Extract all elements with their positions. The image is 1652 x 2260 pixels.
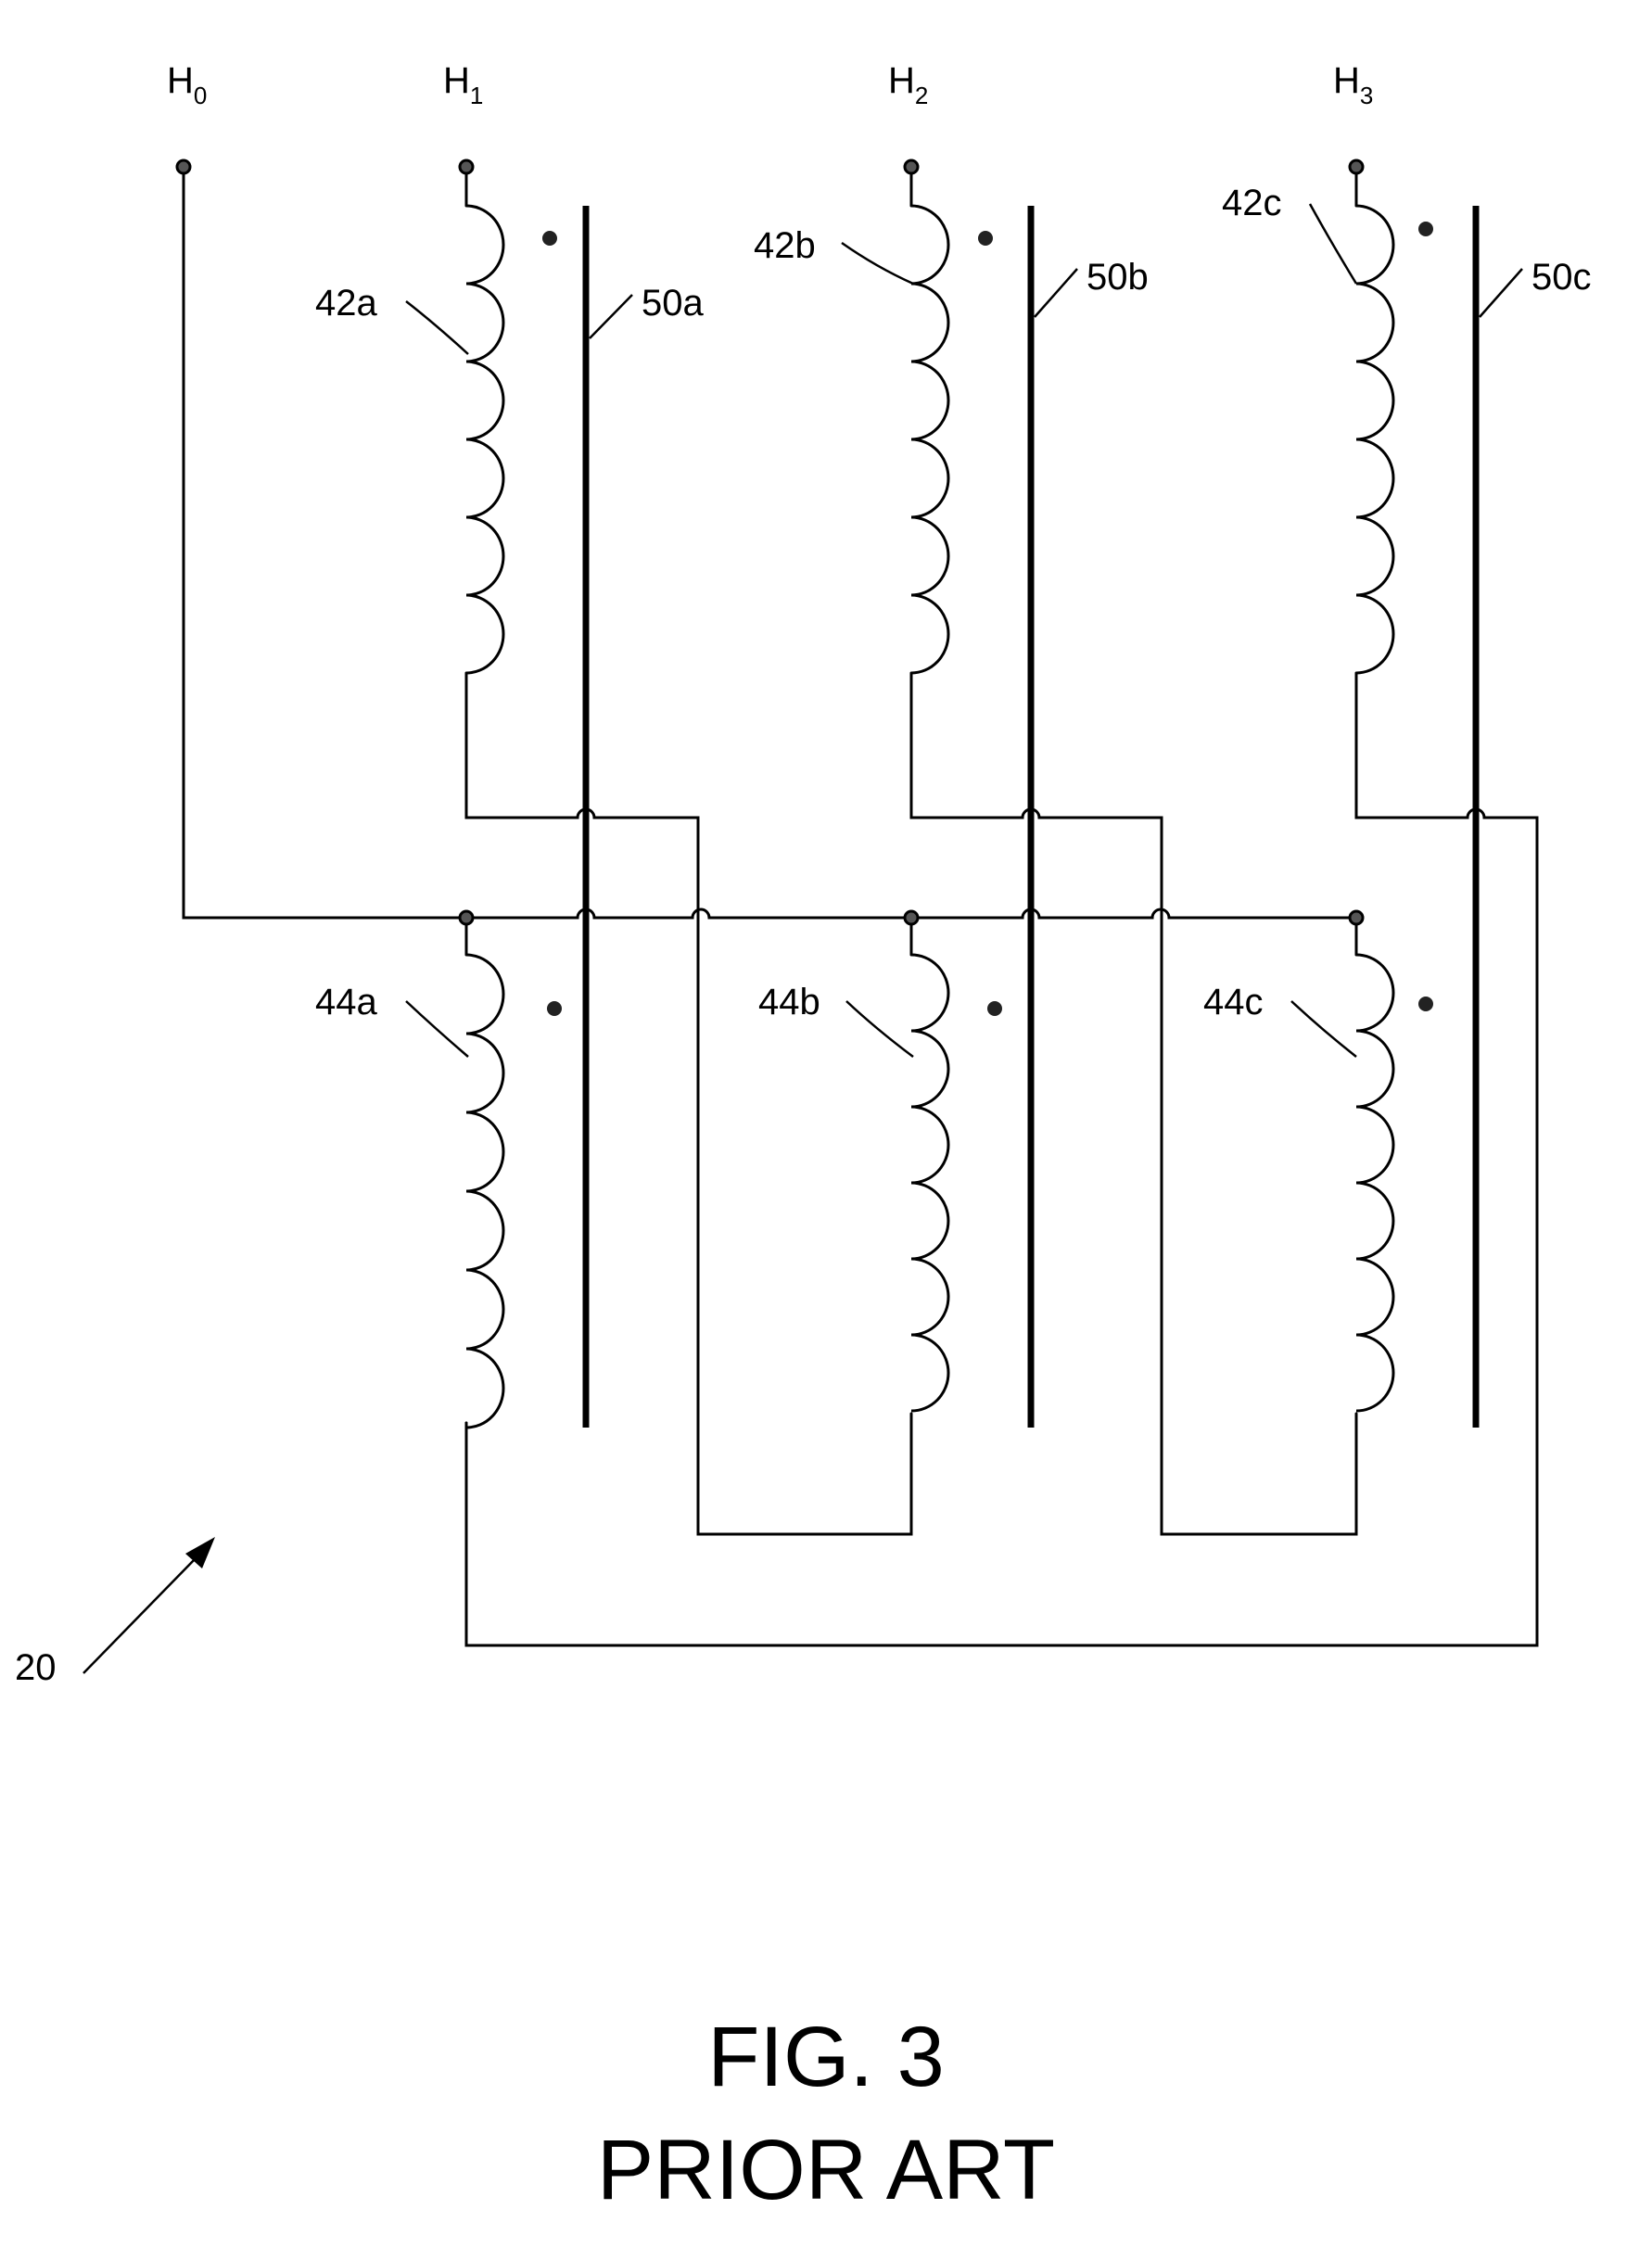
leader-50b <box>1034 268 1078 318</box>
winding-42b-return <box>909 671 1358 1536</box>
terminal-label-h2: H2 <box>888 60 928 109</box>
terminal-h2 <box>903 159 920 175</box>
winding-42c-coil <box>1355 204 1395 675</box>
polarity-dot-44a <box>547 1001 562 1016</box>
winding-44c-coil <box>1355 953 1395 1413</box>
leader-50c <box>1479 268 1523 318</box>
winding-42b-coil <box>910 204 950 675</box>
terminal-h3 <box>1348 159 1365 175</box>
polarity-dot-44c <box>1418 997 1433 1011</box>
label-50c: 50c <box>1531 257 1592 298</box>
leader-42c <box>1308 203 1358 285</box>
polarity-dot-42c <box>1418 222 1433 236</box>
leader-42a <box>405 300 469 355</box>
polarity-dot-42b <box>978 231 993 246</box>
terminal-label-h0: H0 <box>167 60 207 109</box>
winding-42a-coil <box>465 204 505 675</box>
leader-44b <box>845 1000 914 1058</box>
junction-node-a <box>458 909 475 926</box>
label-42a: 42a <box>315 283 377 324</box>
reference-arrow-head <box>185 1537 215 1568</box>
label-50a: 50a <box>642 283 704 324</box>
terminal-h1 <box>458 159 475 175</box>
neutral-wire-h0 <box>182 165 468 920</box>
leader-42b <box>841 241 914 286</box>
label-20: 20 <box>15 1647 57 1688</box>
figure-note: PRIOR ART <box>597 2123 1055 2217</box>
label-44c: 44c <box>1203 982 1264 1022</box>
terminal-label-h3: H3 <box>1333 60 1373 109</box>
leader-50a <box>589 294 633 339</box>
terminal-label-h1: H1 <box>443 60 483 109</box>
figure-title: FIG. 3 <box>707 2010 945 2104</box>
label-50b: 50b <box>1087 257 1149 298</box>
label-42c: 42c <box>1222 183 1282 223</box>
junction-node-b <box>903 909 920 926</box>
label-44b: 44b <box>758 982 820 1022</box>
leader-44c <box>1290 1000 1357 1058</box>
leader-44a <box>405 1000 469 1058</box>
winding-44b-coil <box>910 953 950 1413</box>
winding-42a-return <box>464 671 913 1536</box>
junction-node-c <box>1348 909 1365 926</box>
terminal-h0 <box>175 159 192 175</box>
polarity-dot-44b <box>987 1001 1002 1016</box>
neutral-bus-a-b <box>464 908 913 920</box>
polarity-dot-42a <box>542 231 557 246</box>
winding-44a-coil <box>465 953 505 1429</box>
neutral-bus-b-c <box>909 908 1358 920</box>
reference-arrow-shaft <box>83 1556 197 1674</box>
label-44a: 44a <box>315 982 377 1022</box>
label-42b: 42b <box>754 225 816 266</box>
